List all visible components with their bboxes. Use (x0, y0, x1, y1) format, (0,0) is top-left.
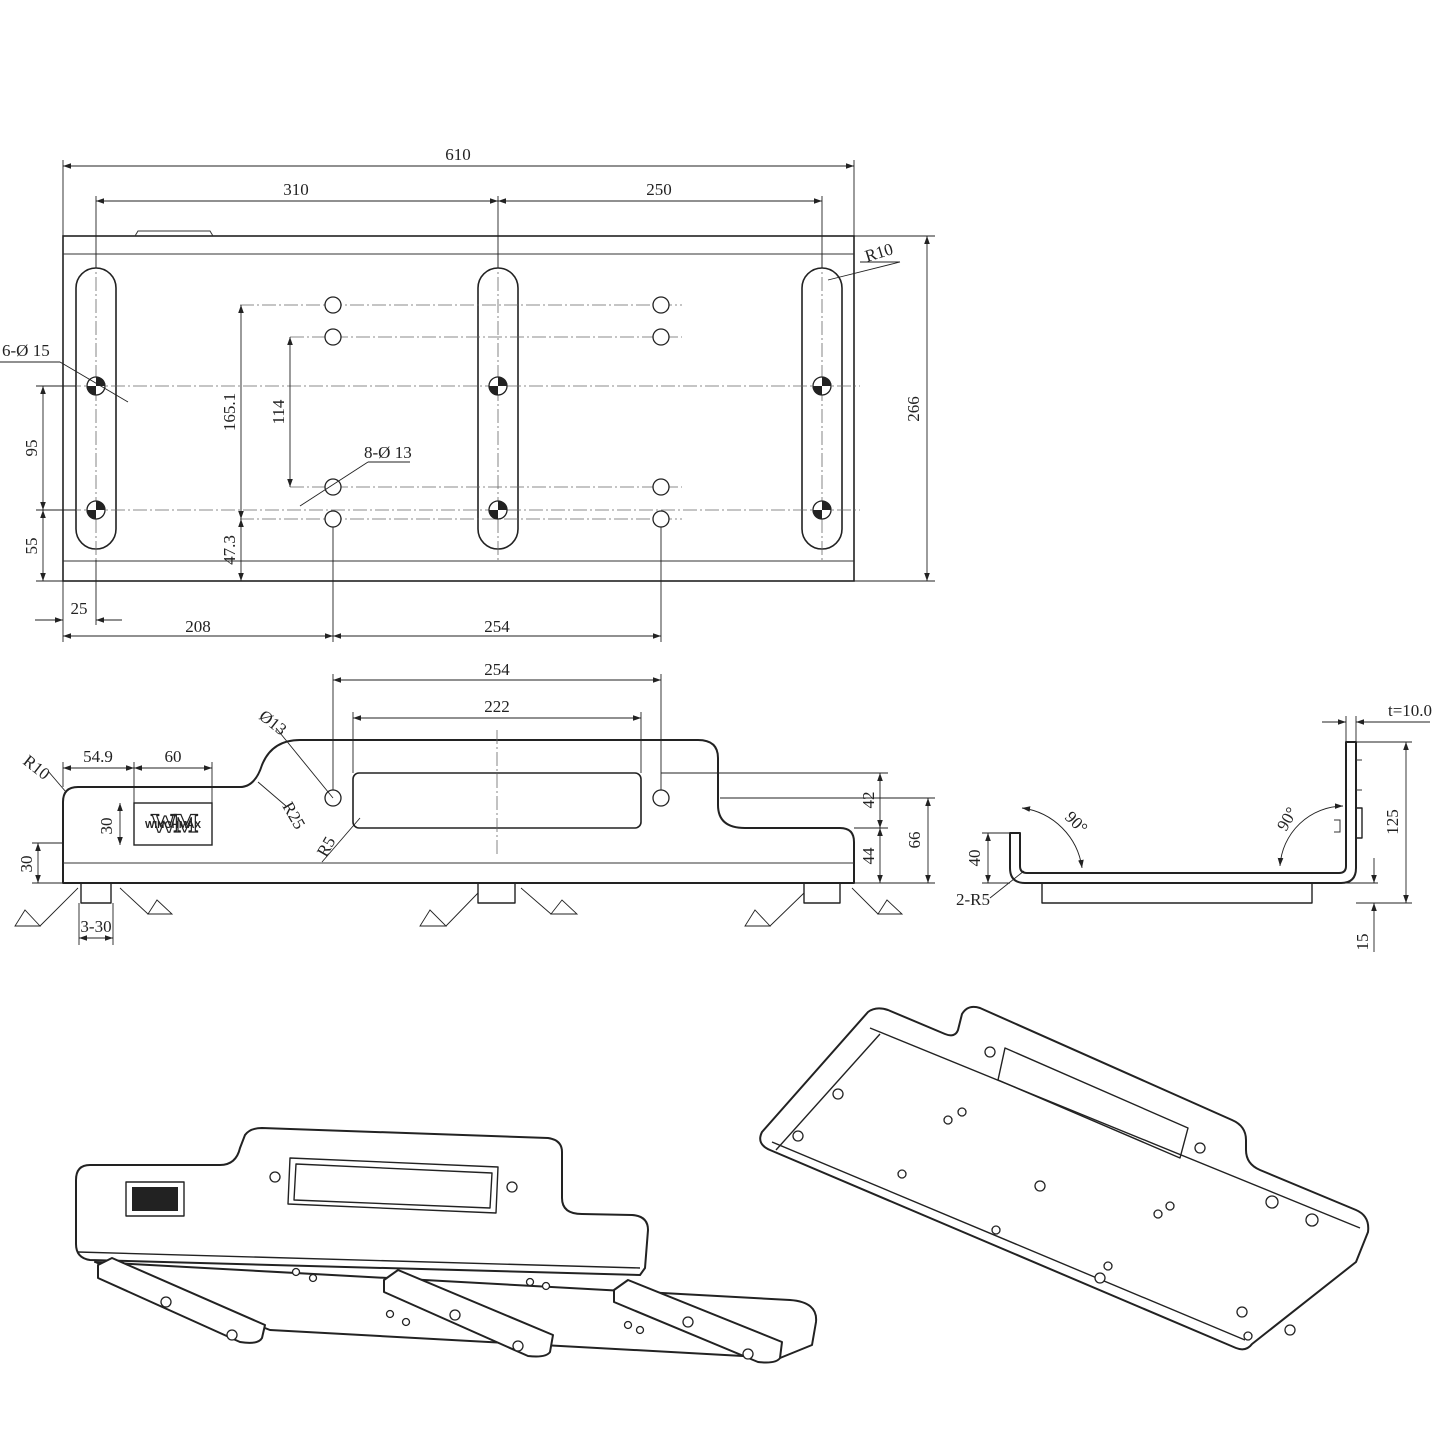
bolt-hole (324, 478, 342, 496)
slot-hole (488, 376, 508, 396)
dim-bolt-holes: 8-Ø 13 (364, 443, 412, 462)
dim-feet: 3-30 (80, 917, 111, 936)
bolt-hole (652, 328, 670, 346)
iso-front-face (75, 1127, 649, 1276)
foot (80, 882, 112, 904)
dim-thickness: t=10.0 (1388, 701, 1432, 720)
iso-rail (383, 1269, 554, 1358)
slot-hole (812, 500, 832, 520)
dim-angle-left: 90° (1061, 807, 1091, 837)
winchmax-logo: WM WINCHMAX (133, 802, 213, 846)
dim-v165: 165.1 (220, 393, 239, 431)
foot (477, 882, 516, 904)
dim-v42: 42 (859, 792, 878, 809)
dim-d60: 60 (165, 747, 182, 766)
dim-d222: 222 (484, 697, 510, 716)
front-view: WM WINCHMAX 3-30 254 222 (14, 660, 935, 945)
side-foot (1041, 882, 1313, 904)
bolt-hole (652, 296, 670, 314)
slot-hole (86, 500, 106, 520)
iso-top-plate (759, 1005, 1370, 1351)
dim-h25: 25 (71, 599, 88, 618)
dim-angle-right: 90° (1273, 804, 1301, 834)
isometric-view-top (759, 1005, 1370, 1351)
dim-v125: 125 (1383, 809, 1402, 835)
side-tab (1355, 807, 1363, 839)
dim-v55: 55 (22, 538, 41, 555)
dim-d549: 54.9 (83, 747, 113, 766)
side-view: 90° 90° t=10.0 125 15 40 2-R5 (956, 701, 1432, 952)
iso-window (287, 1157, 499, 1214)
foot (803, 882, 841, 904)
top-view: 610 310 250 266 R10 6-Ø 15 8-Ø 13 95 (0, 145, 935, 642)
surface-symbol (14, 887, 904, 927)
dim-overall-width: 610 (445, 145, 471, 164)
iso-logo (125, 1181, 185, 1217)
logo-tab (134, 230, 214, 237)
dim-span-right: 250 (646, 180, 672, 199)
dim-d254: 254 (484, 660, 510, 679)
plate-outline (62, 235, 855, 582)
dim-h208: 208 (185, 617, 211, 636)
slot-hole (86, 376, 106, 396)
slot-hole (488, 500, 508, 520)
bolt-hole (324, 510, 342, 528)
isometric-view-bottom (75, 1127, 818, 1364)
bolt-hole (324, 328, 342, 346)
bolt-hole (324, 296, 342, 314)
dim-v66: 66 (905, 832, 924, 849)
side-profile (1009, 741, 1357, 884)
dim-v30-base: 30 (17, 856, 36, 873)
dim-bend-radius: 2-R5 (956, 890, 990, 909)
dim-span-left: 310 (283, 180, 309, 199)
dim-v95: 95 (22, 440, 41, 457)
dim-v44: 44 (859, 847, 878, 865)
dim-v40: 40 (965, 850, 984, 867)
iso-window-top (997, 1047, 1189, 1159)
dim-v47: 47.3 (220, 535, 239, 565)
slot-hole (812, 376, 832, 396)
dim-depth: 266 (904, 396, 923, 422)
dim-o13: Ø13 (256, 706, 291, 739)
bolt-hole (652, 478, 670, 496)
bolt-hole (652, 510, 670, 528)
dim-v30-logo: 30 (97, 818, 116, 835)
dim-r10: R10 (20, 751, 54, 783)
iso-hole (506, 1181, 518, 1193)
bracket-profile (62, 739, 855, 884)
logo-text: WINCHMAX (145, 820, 201, 831)
front-hole (652, 789, 670, 807)
iso-hole (269, 1171, 281, 1183)
dim-v114: 114 (269, 399, 288, 424)
dim-v15: 15 (1353, 934, 1372, 951)
dim-h254: 254 (484, 617, 510, 636)
iso-rail (97, 1257, 266, 1344)
iso-rail (613, 1279, 783, 1364)
logo-mark: WM (151, 809, 198, 838)
dim-slot-holes: 6-Ø 15 (2, 341, 50, 360)
